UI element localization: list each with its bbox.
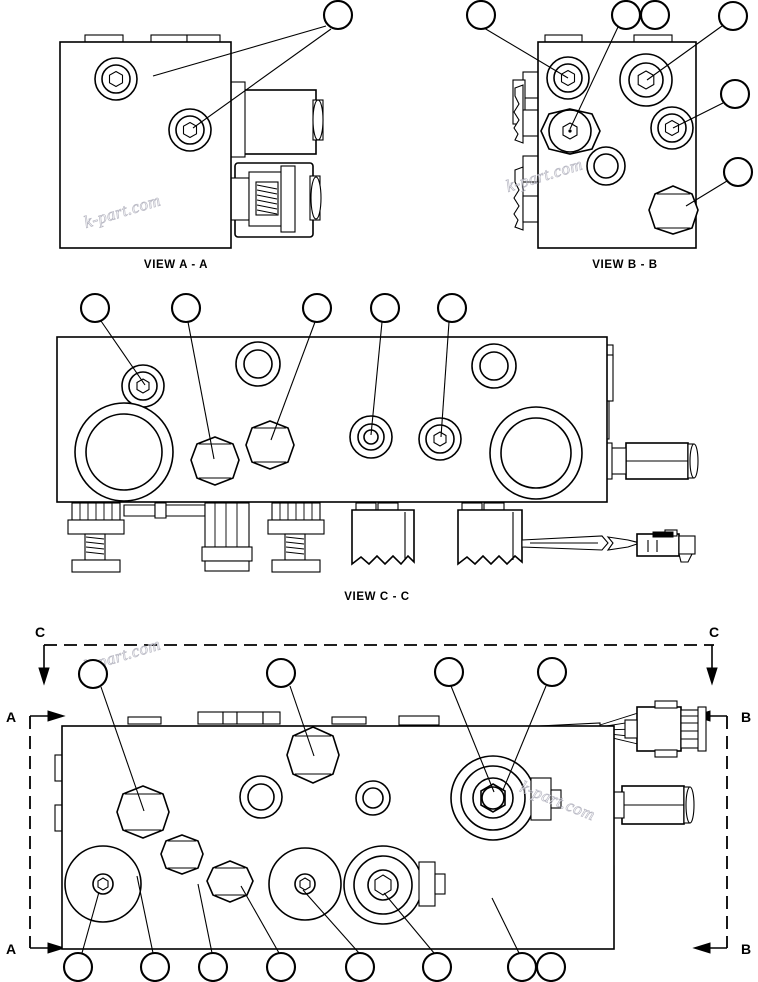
view-b-group: k-part.com VIEW B - B: [465, 0, 754, 271]
view-c-bore-large-left: [74, 402, 174, 502]
view-a-group: k-part.com VIEW A - A: [59, 0, 354, 271]
callout-balloon[interactable]: [197, 951, 229, 982]
callout-balloon[interactable]: [265, 657, 297, 689]
view-b-label: VIEW B - B: [592, 259, 657, 271]
callout-balloon[interactable]: [170, 292, 202, 324]
main-view-bottom-callout-group: [62, 875, 567, 982]
callout-balloon[interactable]: [344, 951, 376, 982]
view-a-callout-group: [152, 0, 354, 129]
section-letter-b-upper: B: [741, 709, 751, 725]
section-c-right-arrow: [706, 667, 718, 686]
callout-balloon[interactable]: [536, 656, 568, 688]
view-c-port-5: [471, 343, 517, 389]
callout-balloon[interactable]: [265, 951, 297, 982]
view-c-bore-large-right: [489, 406, 583, 500]
view-a-valve-cartridge: [230, 162, 322, 238]
view-a-port-upper: [94, 57, 138, 101]
callout-balloon[interactable]: [717, 0, 749, 32]
view-c-port-3: [349, 415, 393, 459]
section-a-upper-arrow: [47, 710, 66, 722]
view-c-cartridge-3: [267, 502, 325, 573]
main-port-boss-2: [268, 847, 342, 921]
view-c-callout-group: [79, 292, 468, 460]
section-letter-a-lower: A: [6, 941, 16, 957]
callout-balloon[interactable]: [421, 951, 453, 982]
view-a-spring-coils: [256, 184, 278, 215]
view-a-solenoid: [230, 81, 324, 158]
callout-balloon[interactable]: [436, 292, 468, 324]
view-a-port-lower: [168, 108, 212, 152]
section-letter-c-left: C: [35, 624, 45, 640]
main-port-boss-1: [64, 845, 142, 923]
section-letter-a-upper: A: [6, 709, 16, 725]
callout-balloon[interactable]: [722, 156, 754, 188]
callout-balloon[interactable]: [369, 292, 401, 324]
main-hex-plug-4: [286, 726, 340, 784]
view-c-hex-plug-1: [190, 436, 240, 486]
view-b-callout-group: [465, 0, 754, 207]
main-port-stacked-2: [450, 755, 562, 841]
callout-balloon[interactable]: [719, 78, 751, 110]
view-c-hex-plug-2: [245, 420, 295, 470]
main-port-stacked-1: [343, 845, 446, 925]
view-c-port-4: [418, 417, 462, 461]
main-valve-body: [61, 725, 615, 950]
view-c-linkbar-b: [154, 502, 167, 519]
main-hex-plug-3: [206, 860, 254, 903]
view-c-port-2: [235, 341, 281, 387]
view-c-solenoid-block-2: [457, 502, 523, 566]
main-port-small-2: [355, 780, 391, 816]
callout-balloon[interactable]: [535, 951, 567, 982]
callout-balloon[interactable]: [62, 951, 94, 982]
view-c-cartridge-2: [201, 502, 253, 572]
section-letter-c-right: C: [709, 624, 719, 640]
callout-balloon[interactable]: [139, 951, 171, 982]
section-a-lower-arrow: [47, 942, 66, 954]
view-b-side-brackets: [512, 71, 540, 231]
main-port-small-1: [239, 775, 283, 819]
view-a-label: VIEW A - A: [144, 259, 208, 271]
view-b-port-4: [586, 146, 626, 186]
callout-balloon[interactable]: [610, 0, 642, 31]
view-c-group: VIEW C - C: [56, 292, 699, 603]
view-b-hex-nut-plug: [540, 108, 601, 155]
main-view-group: k-part.com k-part.com: [54, 634, 707, 982]
view-c-label: VIEW C - C: [344, 591, 409, 603]
view-c-linkbar-c: [165, 504, 206, 517]
section-c-left-arrow: [38, 667, 50, 686]
callout-balloon[interactable]: [639, 0, 671, 31]
section-b-lower-arrow: [692, 942, 711, 954]
callout-balloon[interactable]: [465, 0, 497, 31]
main-hex-plug-1: [116, 785, 170, 839]
view-c-wire-harness: [521, 529, 696, 563]
main-hex-plug-2: [160, 834, 204, 875]
view-c-cartridge-1: [67, 502, 125, 573]
callout-balloon[interactable]: [506, 951, 538, 982]
view-c-solenoid-block-1: [351, 502, 415, 566]
view-b-port-2: [619, 53, 673, 107]
callout-balloon[interactable]: [433, 656, 465, 688]
view-c-port-1: [121, 364, 165, 408]
section-letter-b-lower: B: [741, 941, 751, 957]
callout-balloon[interactable]: [77, 658, 109, 690]
view-a-top-lugs: [84, 34, 221, 43]
callout-balloon[interactable]: [301, 292, 333, 324]
main-view-top-lugs: [127, 711, 440, 726]
view-b-hex-plug-large: [648, 185, 699, 235]
view-b-port-3: [650, 106, 694, 150]
callout-balloon[interactable]: [79, 292, 111, 324]
main-view-top-callout-group: [77, 656, 568, 812]
view-c-linkbar-a: [123, 504, 156, 517]
callout-balloon[interactable]: [322, 0, 354, 31]
